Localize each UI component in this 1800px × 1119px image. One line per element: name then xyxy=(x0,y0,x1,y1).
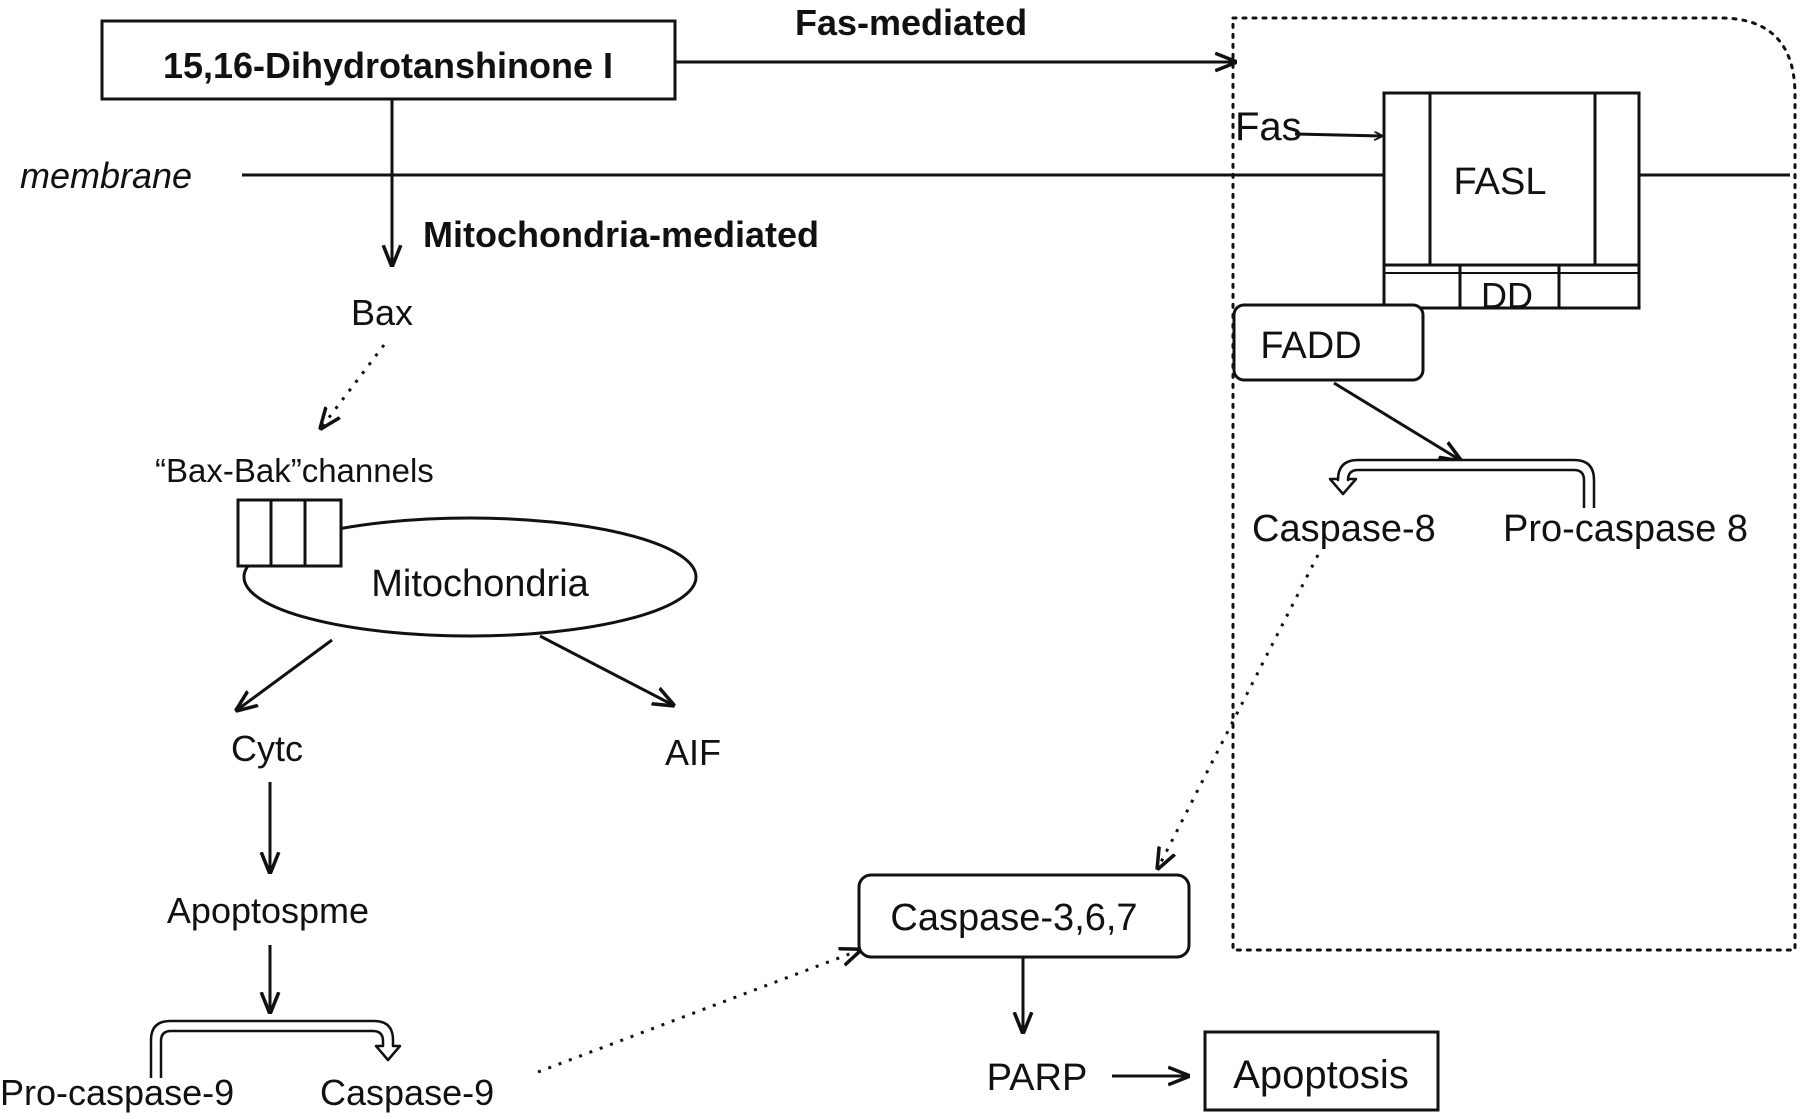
bax-bak-channels-label: “Bax-Bak”channels xyxy=(155,452,434,489)
parp-label: PARP xyxy=(987,1057,1088,1099)
mito-mediated-label: Mitochondria-mediated xyxy=(423,214,819,255)
mito-to-cytc-arrow xyxy=(237,638,333,710)
fasl-receptor xyxy=(1382,91,1641,310)
fas-to-fasl-arrow xyxy=(1294,134,1382,136)
apoptosome-label: Apoptospme xyxy=(167,890,369,931)
bax-to-channels-arrow xyxy=(321,344,386,428)
mito-to-aif-arrow xyxy=(539,634,673,705)
channel-block xyxy=(236,498,343,568)
apoptosis-box xyxy=(1203,1030,1440,1112)
fadd-label: FADD xyxy=(1260,325,1361,367)
pro-caspase9-label: Pro-caspase-9 xyxy=(0,1072,234,1113)
caspase9-to-caspase367-arrow xyxy=(537,950,860,1074)
bax-label: Bax xyxy=(351,292,413,333)
caspase8-to-caspase367-arrow xyxy=(1158,554,1320,868)
fadd-to-cleavage-arrow xyxy=(1333,381,1460,460)
caspase8-label: Caspase-8 xyxy=(1252,508,1436,550)
fadd-box xyxy=(1232,303,1425,382)
compound-box xyxy=(100,19,677,101)
cytc-label: Cytc xyxy=(231,728,303,769)
aif-label: AIF xyxy=(665,732,721,773)
mitochondria-ellipse xyxy=(242,516,698,638)
membrane-label: membrane xyxy=(20,155,192,196)
fas-mediated-label: Fas-mediated xyxy=(795,2,1027,43)
caspase8-cleavage-arrow xyxy=(1328,458,1596,508)
compound-label: 15,16-Dihydrotanshinone I xyxy=(163,45,613,86)
fas-label: Fas xyxy=(1235,105,1302,149)
fas-region-dotted-box xyxy=(1231,16,1797,952)
pro-caspase8-label: Pro-caspase 8 xyxy=(1503,508,1748,550)
fasl-label: FASL xyxy=(1454,161,1547,203)
apoptosis-label: Apoptosis xyxy=(1233,1053,1409,1097)
dd-label: DD xyxy=(1481,275,1533,316)
caspase367-label: Caspase-3,6,7 xyxy=(890,897,1137,939)
caspase9-label: Caspase-9 xyxy=(320,1072,494,1113)
mitochondria-label: Mitochondria xyxy=(371,563,589,605)
caspase9-cleavage-arrow xyxy=(149,1019,402,1078)
